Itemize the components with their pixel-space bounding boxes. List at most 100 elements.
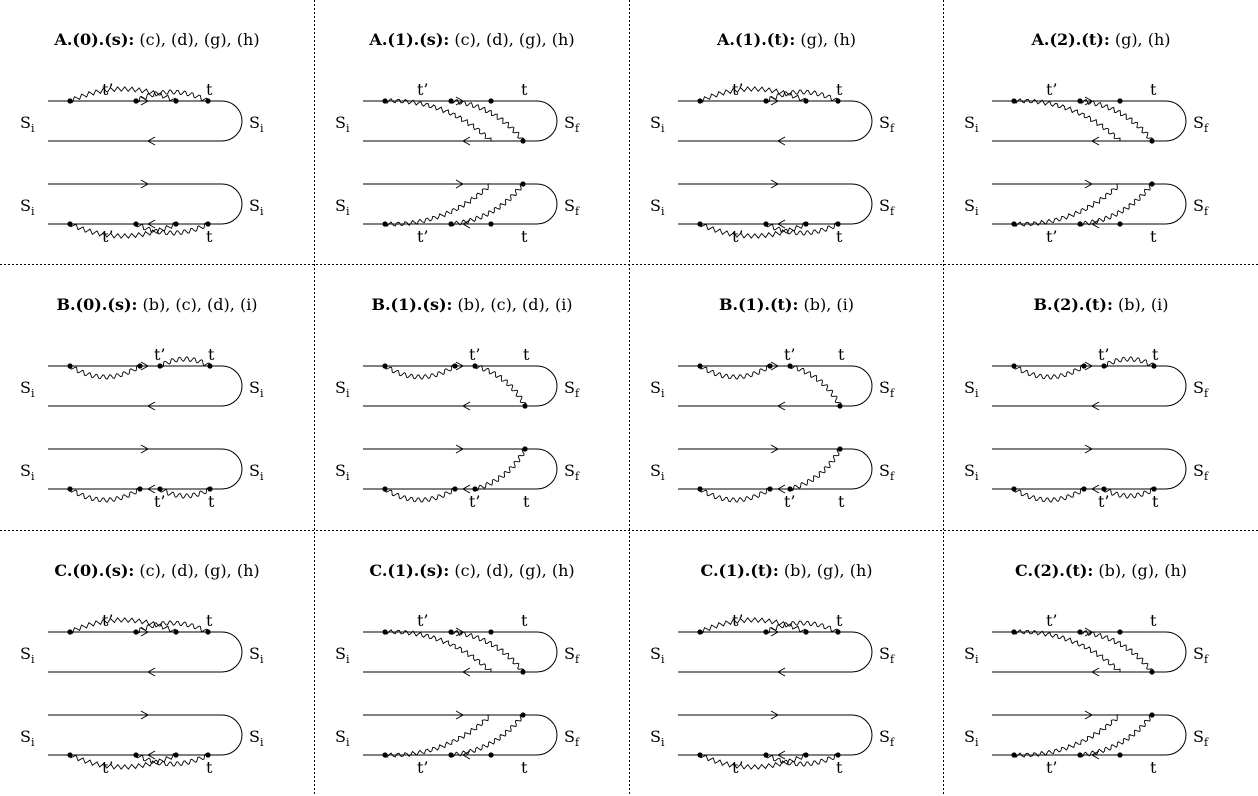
photon-line	[159, 356, 211, 368]
cell-id: B.(1).(s)	[371, 295, 447, 314]
cell-id: B.(0).(s)	[56, 295, 132, 314]
photon-line	[765, 222, 839, 236]
cell-b-2-t: B.(2).(t): (b), (i)	[944, 265, 1258, 530]
contour-label: Si	[249, 727, 264, 749]
contour-label: t’	[417, 758, 429, 777]
cell-items: (c), (d), (g), (h)	[454, 561, 575, 580]
cell-title: B.(1).(s): (b), (c), (d), (i)	[371, 295, 573, 314]
cell-b-0-s: B.(0).(s): (b), (c), (d), (i)	[0, 265, 314, 530]
arrow-head	[776, 667, 786, 677]
photon-line	[699, 364, 771, 380]
cell-items: (g), (h)	[1114, 30, 1171, 49]
contour-label: Si	[964, 727, 979, 749]
cell-items: (c), (d), (g), (h)	[139, 561, 260, 580]
keldysh-contour	[363, 100, 558, 142]
contour-label: t	[836, 227, 843, 246]
keldysh-contour	[48, 714, 243, 756]
keldysh-contour	[678, 448, 873, 490]
keldysh-contour	[678, 100, 873, 142]
contour-label: t	[208, 345, 215, 364]
cell-id: C.(2).(t)	[1015, 561, 1088, 580]
keldysh-contour	[363, 365, 558, 407]
arrow-head	[770, 444, 780, 454]
contour-label: Sf	[1193, 378, 1209, 400]
contour-label: t’	[1046, 227, 1058, 246]
contour-label: Si	[335, 378, 350, 400]
cell-b-1-s: B.(1).(s): (b), (c), (d), (i)	[315, 265, 629, 530]
contour-label: t	[1150, 611, 1157, 630]
vertex-dot	[488, 752, 494, 758]
arrow-head	[776, 401, 786, 411]
keldysh-contour	[48, 365, 243, 407]
cell-items: (c), (d), (g), (h)	[454, 30, 575, 49]
keldysh-contour	[363, 183, 558, 225]
contour-label: t	[521, 611, 528, 630]
contour-label: t	[521, 758, 528, 777]
contour-label: Sf	[1193, 461, 1209, 483]
photon-line	[69, 222, 177, 239]
contour-label: t’	[1098, 345, 1110, 364]
contour-label: t	[206, 758, 213, 777]
arrow-head	[455, 710, 465, 720]
keldysh-contour	[363, 631, 558, 673]
arrow-head	[461, 401, 471, 411]
contour-label: Sf	[879, 113, 895, 135]
photon-line	[450, 99, 525, 142]
contour-label: t’	[102, 227, 114, 246]
keldysh-contour	[678, 631, 873, 673]
contour-label: t	[1152, 492, 1159, 511]
contour-label: t’	[732, 758, 744, 777]
vertex-dot	[1117, 98, 1123, 104]
contour-label: Sf	[564, 644, 580, 666]
arrow-head	[455, 361, 465, 371]
keldysh-contour	[992, 448, 1187, 490]
arrow-head	[140, 444, 150, 454]
cell-items: (b), (g), (h)	[1098, 561, 1187, 580]
photon-line	[474, 365, 527, 407]
contour-label: Si	[20, 378, 35, 400]
keldysh-contour	[678, 714, 873, 756]
photon-line	[1103, 487, 1155, 499]
contour-label: Sf	[564, 196, 580, 218]
contour-label: Si	[964, 644, 979, 666]
arrow-head	[770, 710, 780, 720]
keldysh-contour	[992, 365, 1187, 407]
photon-line	[384, 183, 492, 228]
photon-line	[474, 448, 526, 491]
arrow-head	[455, 179, 465, 189]
cell-title: A.(0).(s): (c), (d), (g), (h)	[54, 30, 260, 49]
photon-line	[1079, 183, 1153, 227]
arrow-head	[776, 484, 786, 494]
arrow-head	[461, 219, 471, 229]
photon-line	[1013, 98, 1121, 141]
contour-label: t	[1150, 227, 1157, 246]
contour-label: t’	[732, 80, 744, 99]
cell-b-1-t: B.(1).(t): (b), (i)	[630, 265, 943, 530]
cell-id: C.(1).(t)	[700, 561, 773, 580]
arrow-head	[1090, 750, 1100, 760]
cell-id: C.(0).(s)	[54, 561, 129, 580]
photon-line	[384, 714, 492, 759]
cell-a-2-t: A.(2).(t): (g), (h)	[944, 0, 1258, 264]
arrow-head	[140, 179, 150, 189]
contour-label: Sf	[1193, 644, 1209, 666]
photon-line	[135, 222, 209, 236]
photon-line	[135, 620, 209, 634]
contour-label: Si	[964, 461, 979, 483]
contour-label: Sf	[879, 196, 895, 218]
arrow-head	[146, 750, 156, 760]
keldysh-contour	[678, 183, 873, 225]
contour-label: t	[208, 492, 215, 511]
photon-line	[699, 487, 771, 503]
contour-label: t’	[102, 80, 114, 99]
contour-label: t	[838, 492, 845, 511]
cell-title: B.(1).(t): (b), (i)	[719, 295, 854, 314]
cell-id: A.(1).(t)	[716, 30, 790, 49]
vertex-dot	[488, 98, 494, 104]
arrow-head	[1084, 179, 1094, 189]
arrow-head	[776, 136, 786, 146]
cell-a-0-s: A.(0).(s): (c), (d), (g), (h)	[0, 0, 314, 264]
arrow-head	[1084, 710, 1094, 720]
contour-label: Si	[249, 378, 264, 400]
